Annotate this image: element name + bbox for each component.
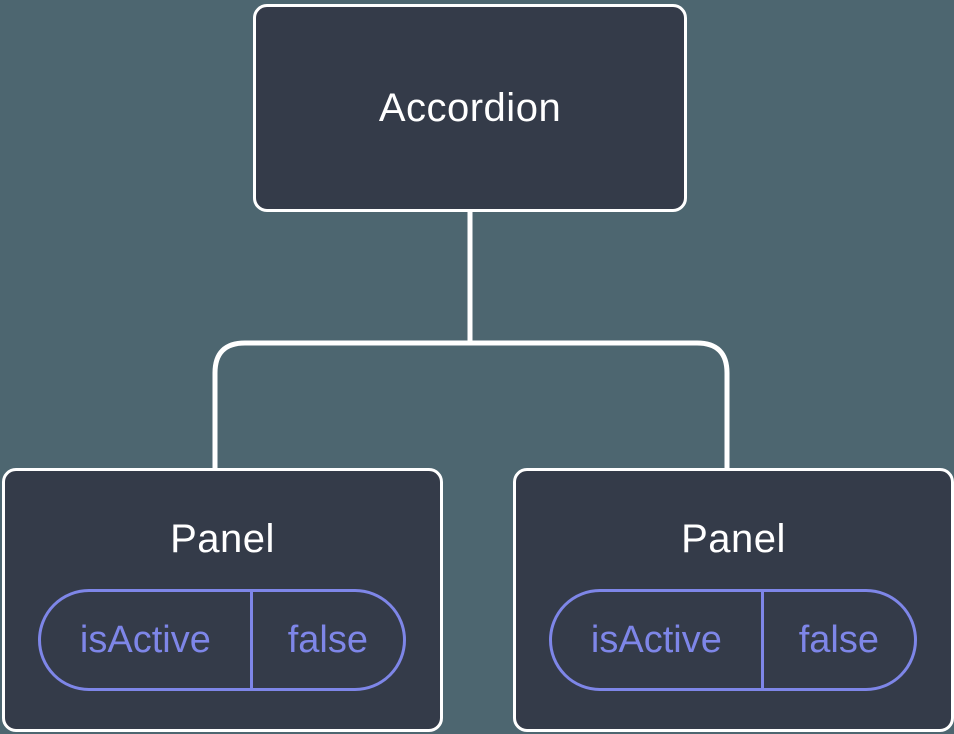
panel-left-state-pill: isActive false (38, 589, 406, 691)
tree-node-panel-left: Panel isActive false (2, 468, 443, 732)
panel-left-state-value: false (287, 619, 369, 661)
panel-right-state-name: isActive (552, 592, 764, 688)
connector-branch (212, 340, 730, 470)
tree-node-accordion: Accordion (253, 4, 687, 212)
panel-left-label: Panel (170, 517, 275, 561)
tree-node-panel-right: Panel isActive false (513, 468, 954, 732)
panel-right-state-value: false (798, 619, 880, 661)
panel-right-state-pill: isActive false (549, 589, 917, 691)
panel-right-label: Panel (681, 517, 786, 561)
panel-left-state-name: isActive (41, 592, 253, 688)
accordion-node-label: Accordion (378, 86, 562, 130)
